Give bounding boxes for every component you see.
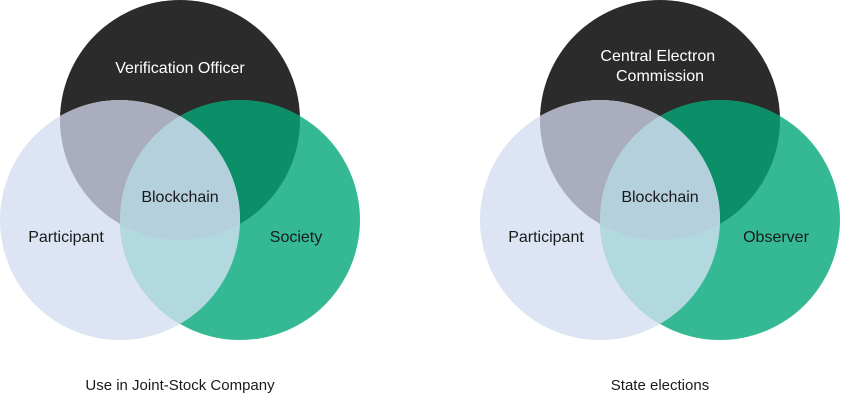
diagram-caption: Use in Joint-Stock Company	[85, 377, 275, 394]
center-label: Blockchain	[621, 189, 698, 206]
diagram-caption: State elections	[611, 377, 709, 394]
venn-diagram-state-elections: Central Electron Commission Participant …	[480, 0, 840, 394]
overlap-center	[120, 100, 240, 240]
venn-diagram-joint-stock: Verification Officer Participant Society…	[0, 0, 360, 394]
overlap-center	[600, 100, 720, 240]
right-circle-label: Society	[270, 229, 322, 246]
left-circle-label: Participant	[28, 229, 104, 246]
right-circle-label: Observer	[743, 229, 809, 246]
left-circle-label: Participant	[508, 229, 584, 246]
top-circle-label: Verification Officer	[115, 60, 245, 77]
center-label: Blockchain	[141, 189, 218, 206]
top-circle-label: Central Electron Commission	[600, 48, 719, 85]
